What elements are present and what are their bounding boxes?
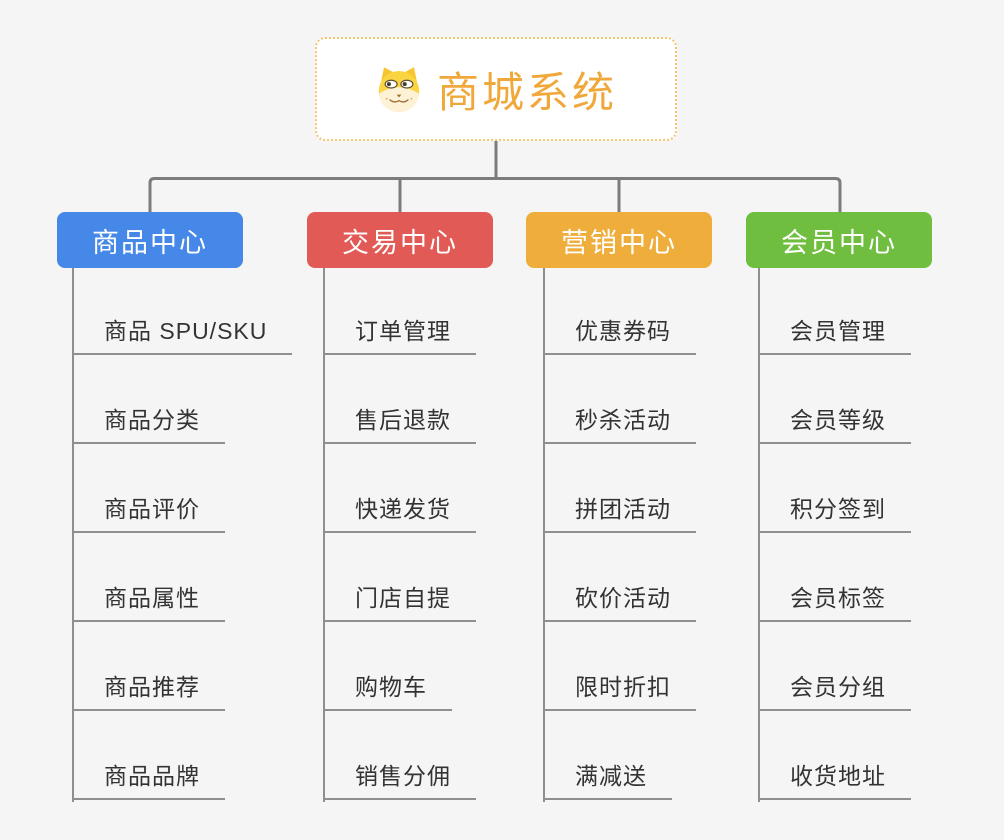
leaf-label: 购物车	[355, 674, 427, 700]
leaf-label: 商品 SPU/SKU	[104, 318, 268, 344]
leaf-label: 拼团活动	[575, 496, 671, 522]
leaf-label: 优惠券码	[575, 318, 671, 344]
leaf-node[interactable]: 商品 SPU/SKU	[72, 315, 293, 355]
branch-connector-line	[758, 268, 760, 802]
branch-label: 交易中心	[342, 227, 458, 258]
leaf-label: 商品推荐	[104, 674, 200, 700]
leaf-node[interactable]: 积分签到	[758, 493, 911, 533]
leaf-node[interactable]: 购物车	[323, 671, 452, 711]
leaf-node[interactable]: 优惠券码	[543, 315, 696, 355]
dog-face-icon	[378, 67, 420, 113]
leaf-label: 限时折扣	[575, 674, 671, 700]
leaf-label: 会员等级	[790, 407, 886, 433]
root-label: 商城系统	[436, 68, 617, 116]
leaf-node[interactable]: 商品评价	[72, 493, 225, 533]
leaf-node[interactable]: 拼团活动	[543, 493, 696, 533]
leaf-node[interactable]: 商品分类	[72, 404, 225, 444]
leaf-label: 会员标签	[790, 585, 886, 611]
branch-label: 会员中心	[781, 227, 897, 258]
leaf-label: 商品属性	[104, 585, 200, 611]
branch-label: 商品中心	[92, 227, 208, 258]
root-node[interactable]: 商城系统	[315, 37, 677, 141]
branch-connector-line	[323, 268, 325, 802]
branch-node[interactable]: 会员中心	[746, 212, 932, 268]
leaf-label: 订单管理	[355, 318, 451, 344]
branch-label: 营销中心	[561, 227, 677, 258]
branch-items: 商品 SPU/SKU 商品分类商品评价商品属性商品推荐商品品牌	[72, 268, 293, 800]
branch-node[interactable]: 交易中心	[307, 212, 493, 268]
leaf-node[interactable]: 售后退款	[323, 404, 476, 444]
branch-items: 会员管理会员等级积分签到会员标签会员分组收货地址	[758, 268, 911, 800]
leaf-label: 满减送	[575, 763, 647, 789]
leaf-label: 会员分组	[790, 674, 886, 700]
leaf-label: 商品评价	[104, 496, 200, 522]
leaf-node[interactable]: 商品属性	[72, 582, 225, 622]
leaf-node[interactable]: 限时折扣	[543, 671, 696, 711]
leaf-label: 售后退款	[355, 407, 451, 433]
leaf-label: 砍价活动	[575, 585, 671, 611]
leaf-node[interactable]: 订单管理	[323, 315, 476, 355]
branch-node[interactable]: 商品中心	[57, 212, 243, 268]
leaf-node[interactable]: 快递发货	[323, 493, 476, 533]
leaf-label: 会员管理	[790, 318, 886, 344]
leaf-node[interactable]: 商品推荐	[72, 671, 225, 711]
leaf-label: 快递发货	[355, 496, 451, 522]
leaf-node[interactable]: 销售分佣	[323, 760, 476, 800]
leaf-node[interactable]: 会员管理	[758, 315, 911, 355]
leaf-label: 商品分类	[104, 407, 200, 433]
branch-items: 订单管理售后退款快递发货门店自提购物车销售分佣	[323, 268, 476, 800]
branch-node[interactable]: 营销中心	[526, 212, 712, 268]
leaf-node[interactable]: 满减送	[543, 760, 672, 800]
branch-connector-line	[72, 268, 74, 802]
branch-items: 优惠券码秒杀活动拼团活动砍价活动限时折扣满减送	[543, 268, 696, 800]
leaf-node[interactable]: 收货地址	[758, 760, 911, 800]
leaf-label: 收货地址	[790, 763, 886, 789]
leaf-node[interactable]: 秒杀活动	[543, 404, 696, 444]
leaf-label: 商品品牌	[104, 763, 200, 789]
leaf-node[interactable]: 会员等级	[758, 404, 911, 444]
leaf-node[interactable]: 商品品牌	[72, 760, 225, 800]
leaf-label: 门店自提	[355, 585, 451, 611]
leaf-node[interactable]: 会员标签	[758, 582, 911, 622]
leaf-node[interactable]: 砍价活动	[543, 582, 696, 622]
leaf-label: 秒杀活动	[575, 407, 671, 433]
leaf-node[interactable]: 会员分组	[758, 671, 911, 711]
leaf-node[interactable]: 门店自提	[323, 582, 476, 622]
leaf-label: 销售分佣	[355, 763, 451, 789]
leaf-label: 积分签到	[790, 496, 886, 522]
branch-connector-line	[543, 268, 545, 802]
